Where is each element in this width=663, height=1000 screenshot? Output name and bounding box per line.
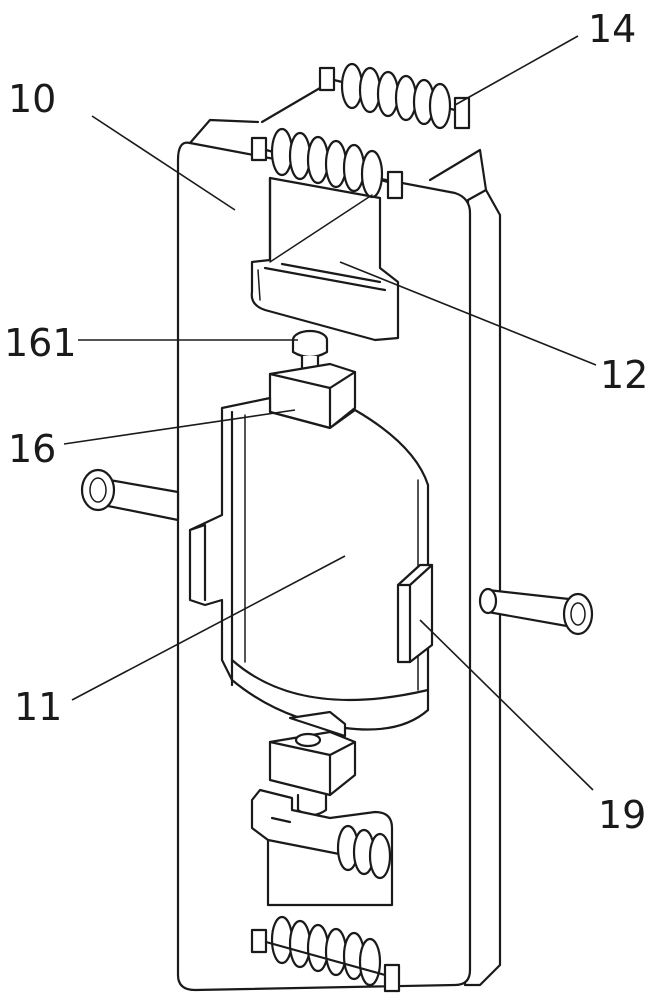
label-161: 161 xyxy=(4,321,77,365)
leader-16 xyxy=(63,409,296,445)
leader-12 xyxy=(339,261,597,366)
leader-14 xyxy=(454,35,579,106)
side-tab xyxy=(396,563,434,664)
bottom-slot xyxy=(250,788,394,907)
label-16: 16 xyxy=(8,427,56,471)
right-bolt xyxy=(478,587,594,636)
center-plate xyxy=(188,396,430,731)
leader-lines xyxy=(63,35,597,791)
left-bolt xyxy=(80,468,180,522)
top-slot xyxy=(250,176,400,342)
leader-19 xyxy=(419,619,594,791)
bottom-pin-block xyxy=(268,710,357,817)
bottom-rollers xyxy=(250,824,401,993)
label-11: 11 xyxy=(14,685,62,729)
top-rollers xyxy=(250,62,471,263)
leader-11 xyxy=(71,555,346,701)
label-14: 14 xyxy=(588,7,636,51)
label-19: 19 xyxy=(598,793,646,837)
label-12: 12 xyxy=(600,353,648,397)
label-10: 10 xyxy=(8,77,56,121)
reference-numerals: 10 14 12 161 16 11 19 xyxy=(4,7,648,837)
leader-10 xyxy=(91,115,236,211)
